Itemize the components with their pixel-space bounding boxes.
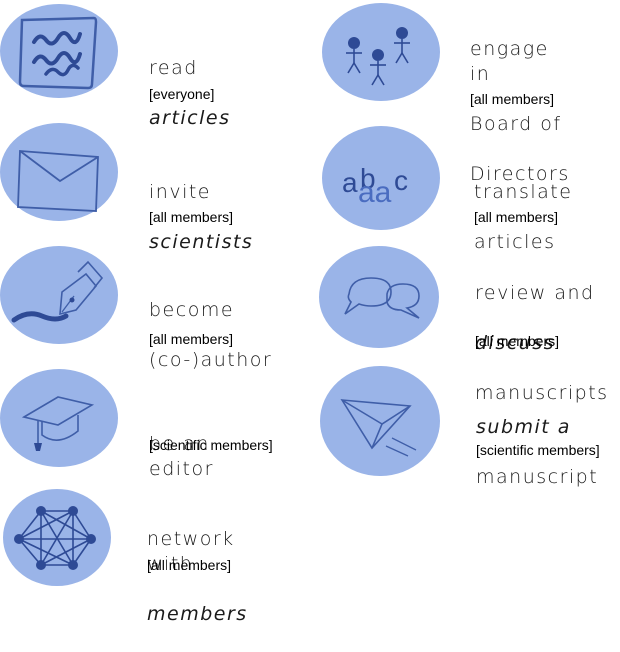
translate-title: translate articles xyxy=(474,155,572,280)
read-articles-title: read articles xyxy=(149,31,231,156)
title-line: manuscript xyxy=(476,466,599,488)
paper-plane-icon xyxy=(340,399,417,457)
title-line: translate xyxy=(474,181,573,203)
envelope-icon xyxy=(17,150,99,212)
be-an-editor-audience: [scientific members] xyxy=(149,437,273,453)
translate-circle: a b c aa xyxy=(322,126,440,230)
title-line: scientists xyxy=(149,231,254,253)
title-line: Directors xyxy=(470,163,570,185)
graduation-cap-icon xyxy=(21,396,95,451)
submit-audience: [scientific members] xyxy=(476,442,600,458)
title-line: discuss xyxy=(475,332,556,354)
title-line: members xyxy=(147,603,248,625)
translate-letters-aa: aa xyxy=(358,176,392,209)
network-audience: [all members] xyxy=(147,557,232,573)
read-articles-circle xyxy=(0,4,118,98)
submit-title: submit a manuscript xyxy=(476,390,598,515)
translate-audience: [all members] xyxy=(474,209,559,225)
title-line: engage in xyxy=(470,38,549,85)
engage-board-title: engage in Board of Directors xyxy=(470,12,570,212)
title-line: network with xyxy=(147,528,235,575)
engage-board-audience: [all members] xyxy=(470,91,555,107)
translate-letter-c: c xyxy=(394,165,408,196)
be-an-editor-title: be an editor xyxy=(149,407,214,507)
title-line: review and xyxy=(475,282,595,304)
title-line: manuscripts xyxy=(475,382,609,404)
title-line: be an editor xyxy=(149,433,214,480)
become-coauthor-circle xyxy=(0,246,118,344)
title-line: articles xyxy=(149,107,231,129)
become-coauthor-audience: [all members] xyxy=(149,331,234,347)
title-line: articles xyxy=(474,231,556,253)
invite-scientists-circle xyxy=(0,123,118,221)
title-line: read xyxy=(149,57,198,79)
invite-scientists-title: invite scientists xyxy=(149,155,253,280)
title-line: become xyxy=(149,299,235,321)
review-title: review and discuss manuscripts xyxy=(475,256,609,431)
translate-letter-b: b xyxy=(360,163,376,194)
fountain-pen-icon xyxy=(11,260,104,323)
become-coauthor-title: become (co-)author xyxy=(149,273,272,398)
read-articles-audience: [everyone] xyxy=(149,86,215,102)
speech-bubbles-icon xyxy=(344,277,420,319)
people-icon xyxy=(346,27,410,86)
title-line: Board of xyxy=(470,113,562,135)
title-line: submit a xyxy=(476,416,571,438)
network-icon xyxy=(14,506,96,570)
translate-letter-a: a xyxy=(342,167,358,198)
be-an-editor-circle xyxy=(0,369,118,467)
document-icon xyxy=(18,16,98,90)
title-line: invite xyxy=(149,181,211,203)
network-title: network with members xyxy=(147,502,248,652)
engage-board-circle xyxy=(322,3,440,101)
title-line: (co-)author xyxy=(149,349,273,371)
review-audience: [all members] xyxy=(475,333,560,349)
network-circle xyxy=(3,489,111,586)
review-circle xyxy=(319,246,439,348)
invite-scientists-audience: [all members] xyxy=(149,209,234,225)
submit-circle xyxy=(320,366,440,476)
translate-icon: a b c aa xyxy=(342,163,408,209)
